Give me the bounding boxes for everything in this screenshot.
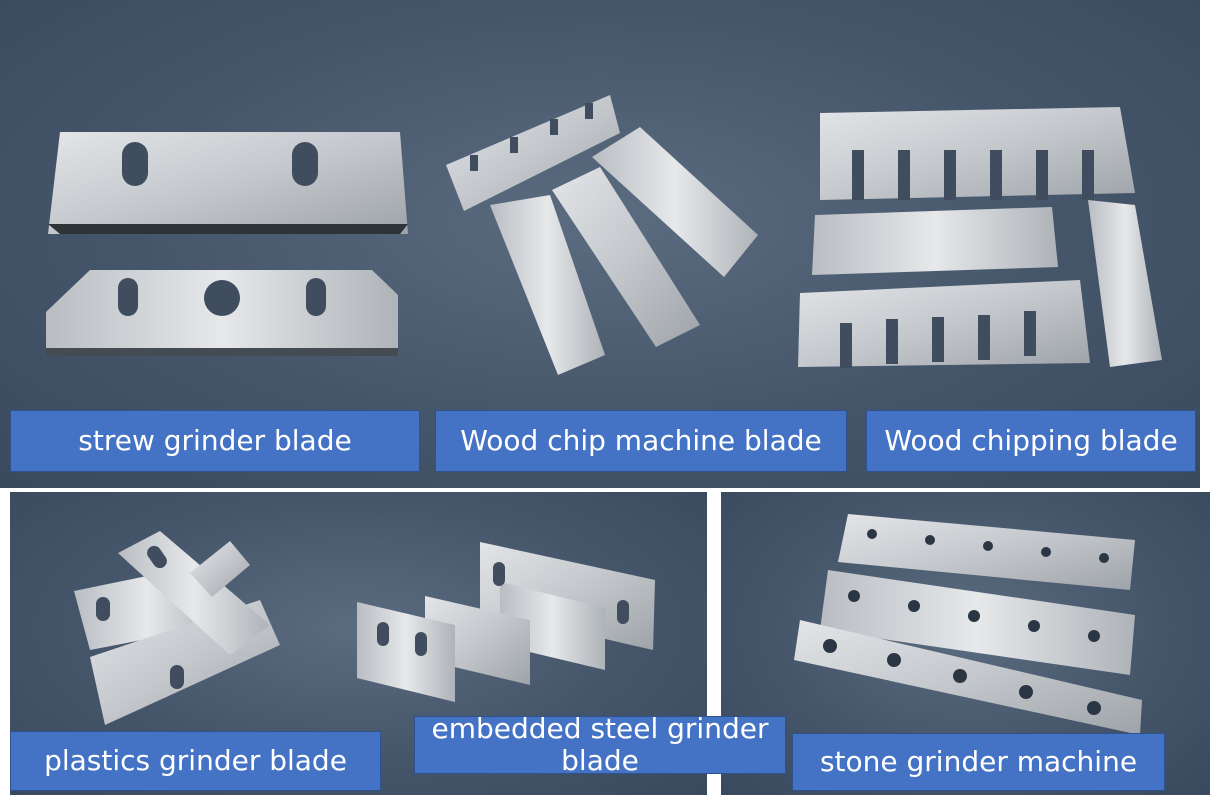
stone-grinder-machine-image — [794, 514, 1142, 735]
embedded-steel-grinder-blade-image — [357, 542, 655, 702]
plastics-grinder-blade-label: plastics grinder blade — [10, 731, 381, 791]
strew-grinder-blade-image — [46, 132, 408, 356]
embedded-steel-grinder-blade-label: embedded steel grinder blade — [414, 713, 786, 777]
plastics-grinder-blade-image — [74, 531, 280, 725]
stone-grinder-machine-label: stone grinder machine — [792, 733, 1165, 791]
strew-grinder-blade-label: strew grinder blade — [10, 410, 420, 472]
wood-chipping-blade-label: Wood chipping blade — [866, 410, 1196, 472]
wood-chip-machine-blade-image — [446, 95, 758, 375]
wood-chipping-blade-image — [798, 107, 1162, 368]
wood-chip-machine-blade-label: Wood chip machine blade — [435, 410, 847, 472]
